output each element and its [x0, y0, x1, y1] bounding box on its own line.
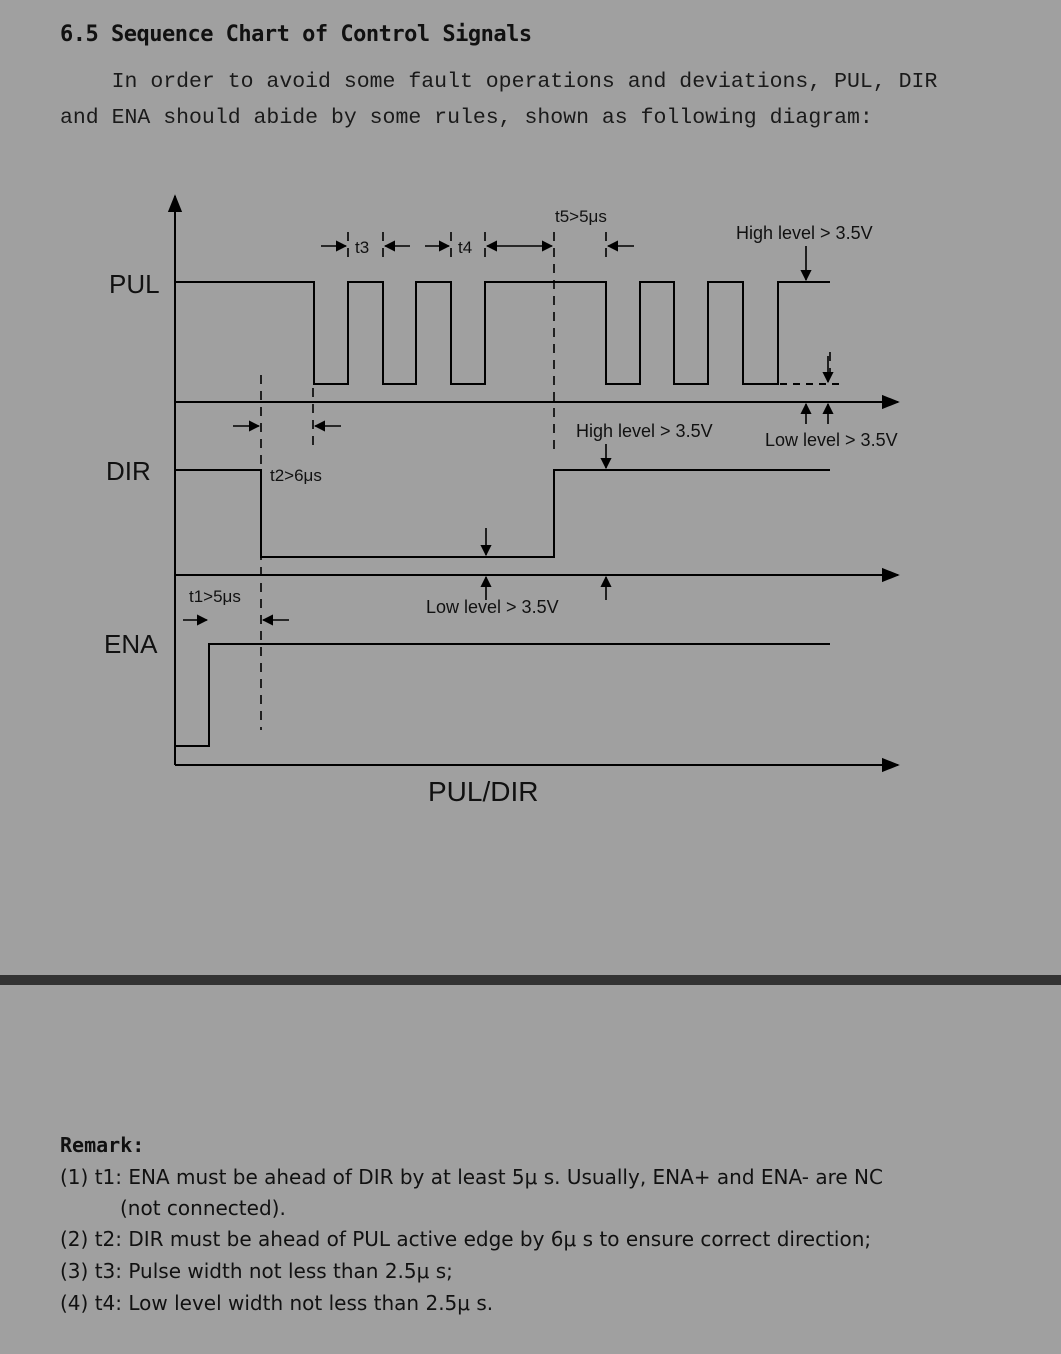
remark-item-3: (3) t3: Pulse width not less than 2.5μ s…	[60, 1259, 453, 1283]
pul-waveform	[175, 281, 830, 385]
t2-label: t2>6μs	[270, 466, 322, 485]
t5-label: t5>5μs	[555, 207, 607, 226]
remark-item-1-continued: (not connected).	[120, 1196, 286, 1220]
timing-diagram: PUL DIR ENA t3 t4 t5>5μs t2>6μs t1>5μs H…	[104, 194, 900, 807]
dir-high-level-label: High level > 3.5V	[576, 421, 713, 441]
remarks-section: Remark: (1) t1: ENA must be ahead of DIR…	[60, 1133, 1020, 1319]
t3-label: t3	[355, 238, 369, 257]
remark-item-1: (1) t1: ENA must be ahead of DIR by at l…	[60, 1165, 883, 1189]
pul-label: PUL	[109, 269, 160, 299]
t1-label: t1>5μs	[189, 587, 241, 606]
intro-line-1: In order to avoid some fault operations …	[60, 70, 938, 94]
ena-label: ENA	[104, 629, 158, 659]
pul-low-level-label: Low level > 3.5V	[765, 430, 898, 450]
t4-label: t4	[458, 238, 472, 257]
axis-label: PUL/DIR	[428, 776, 538, 807]
intro-paragraph: In order to avoid some fault operations …	[60, 64, 960, 136]
dir-label: DIR	[106, 456, 151, 486]
remark-item-4: (4) t4: Low level width not less than 2.…	[60, 1291, 494, 1315]
ena-waveform	[175, 643, 830, 747]
intro-line-2: and ENA should abide by some rules, show…	[60, 106, 873, 130]
section-heading: 6.5 Sequence Chart of Control Signals	[60, 22, 532, 47]
section-divider	[0, 975, 1061, 985]
remarks-title: Remark:	[60, 1133, 145, 1157]
pul-high-level-label: High level > 3.5V	[736, 223, 873, 243]
dir-low-level-label: Low level > 3.5V	[426, 597, 559, 617]
dir-waveform	[175, 469, 830, 558]
remark-item-2: (2) t2: DIR must be ahead of PUL active …	[60, 1227, 872, 1251]
